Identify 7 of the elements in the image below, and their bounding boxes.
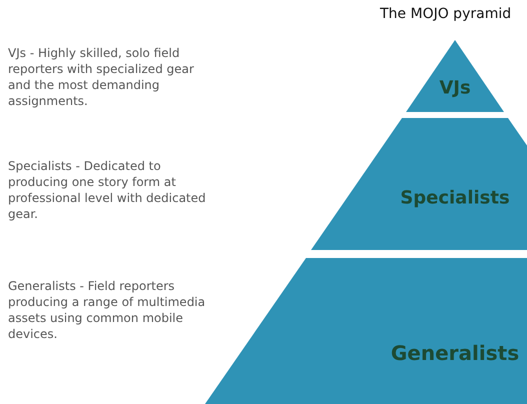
note-text: Specialists - Dedicated to producing one story form at professional level with dedicated gear.	[8, 158, 207, 222]
note-text: Generalists - Field reporters producing a range of multimedia assets using common mobile devices.	[8, 278, 206, 342]
diagram-title: The MOJO pyramid	[380, 6, 512, 22]
tier-label: Generalists	[390, 341, 520, 365]
note-text: VJs - Highly skilled, solo field reporters with specialized gear and the most demanding assignments.	[8, 45, 195, 109]
tier-label: Specialists	[400, 188, 510, 208]
tier-label: VJs	[439, 78, 471, 98]
